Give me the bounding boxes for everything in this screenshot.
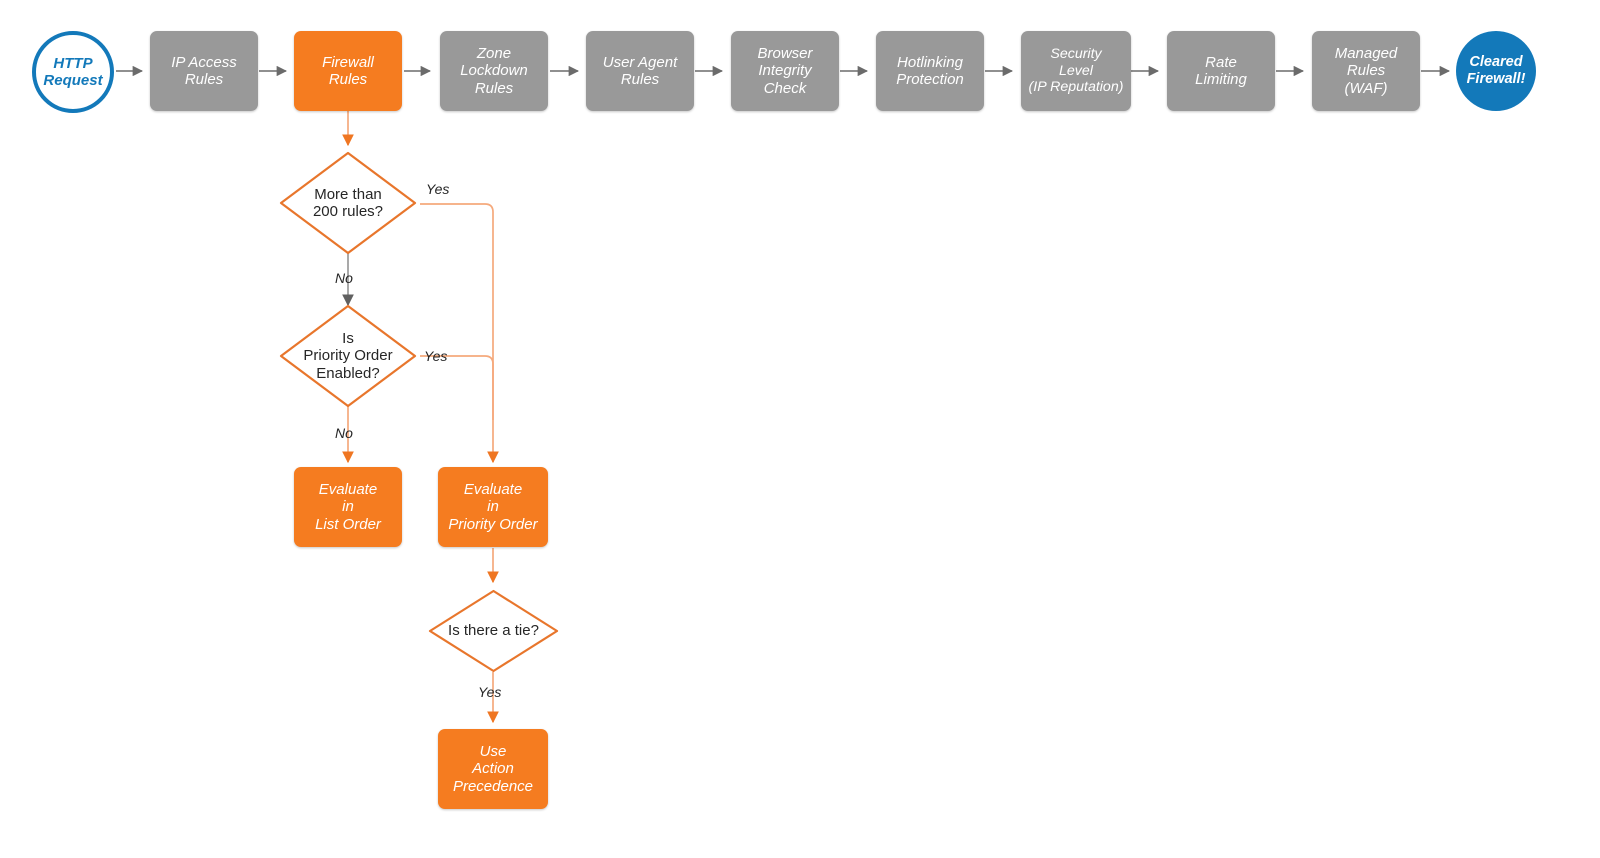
edge-label-yes-200-rules: Yes (426, 181, 450, 197)
node-zone-lockdown-rules[interactable]: Zone Lockdown Rules (440, 31, 548, 111)
diamond-shape (279, 304, 417, 408)
node-label: Browser Integrity Check (757, 44, 813, 97)
diamond-shape (279, 151, 417, 255)
node-evaluate-list-order[interactable]: Evaluate in List Order (294, 467, 402, 547)
node-label: Use Action Precedence (452, 742, 534, 795)
node-label: More than 200 rules? (312, 185, 384, 220)
node-label: Is Priority Order Enabled? (303, 329, 393, 382)
node-label: Is there a tie? (448, 622, 539, 640)
node-managed-rules-waf[interactable]: Managed Rules (WAF) (1312, 31, 1420, 111)
edge-rulecount-yes (420, 203, 499, 464)
node-rate-limiting[interactable]: Rate Limiting (1167, 31, 1275, 111)
node-label: Rate Limiting (1195, 53, 1247, 88)
node-is-priority-order-enabled[interactable]: Is Priority Order Enabled? (278, 303, 418, 409)
node-user-agent-rules[interactable]: User Agent Rules (586, 31, 694, 111)
node-label: HTTP Request (43, 54, 103, 89)
node-label: Cleared Firewall! (1466, 54, 1526, 87)
node-label: Managed Rules (WAF) (1334, 44, 1398, 97)
node-label: User Agent Rules (602, 53, 678, 88)
diamond-shape (428, 589, 559, 673)
edge-label-yes-tie: Yes (478, 684, 502, 700)
edge-priority-yes (420, 355, 494, 420)
node-more-than-200-rules[interactable]: More than 200 rules? (278, 150, 418, 256)
node-firewall-rules[interactable]: Firewall Rules (294, 31, 402, 111)
edge-label-yes-priority-order: Yes (424, 348, 448, 364)
edge-label-no-200-rules: No (335, 270, 353, 286)
node-label: Evaluate in Priority Order (448, 480, 538, 533)
node-label: Zone Lockdown Rules (460, 44, 528, 97)
node-http-request[interactable]: HTTP Request (32, 31, 114, 113)
node-is-there-a-tie[interactable]: Is there a tie? (427, 588, 560, 674)
node-label: Security Level (IP Reputation) (1028, 46, 1124, 96)
edge-label-no-priority-order: No (335, 425, 353, 441)
node-label: Evaluate in List Order (315, 480, 381, 533)
node-evaluate-priority-order[interactable]: Evaluate in Priority Order (438, 467, 548, 547)
node-label: Firewall Rules (322, 53, 374, 88)
node-ip-access-rules[interactable]: IP Access Rules (150, 31, 258, 111)
node-label: IP Access Rules (171, 53, 237, 88)
node-cleared-firewall[interactable]: Cleared Firewall! (1456, 31, 1536, 111)
node-label: Hotlinking Protection (896, 53, 964, 88)
node-use-action-precedence[interactable]: Use Action Precedence (438, 729, 548, 809)
node-security-level[interactable]: Security Level (IP Reputation) (1021, 31, 1131, 111)
node-hotlinking-protection[interactable]: Hotlinking Protection (876, 31, 984, 111)
node-browser-integrity-check[interactable]: Browser Integrity Check (731, 31, 839, 111)
